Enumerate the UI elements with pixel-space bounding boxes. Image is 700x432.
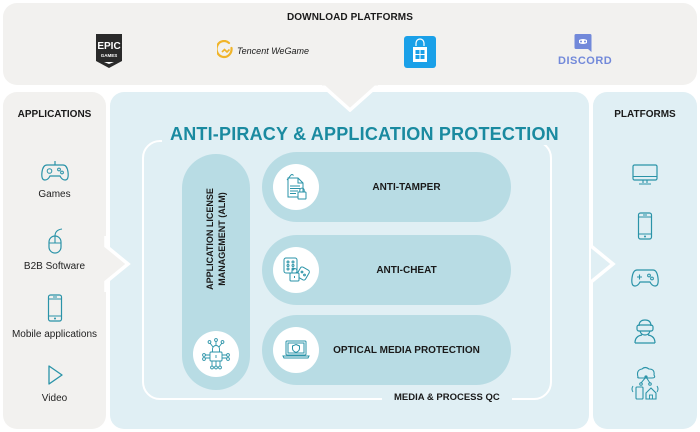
media-process-qc-label: MEDIA & PROCESS QC [382,392,512,403]
dice-lock-icon [283,257,310,282]
application-label: B2B Software [23,261,86,272]
discord-icon [574,34,592,52]
platform-item-console [593,268,697,288]
module-icon-circle [273,164,319,210]
platform-item-mobile [593,212,697,240]
gamepad-icon [631,269,659,287]
smartphone-icon [47,294,62,322]
applications-panel: APPLICATIONS Games B2B Software Mobile a… [3,92,106,429]
application-item-video: Video [3,364,106,404]
download-platforms-title: DOWNLOAD PLATFORMS [286,12,414,23]
tencent-wegame-logo: Tencent WeGame [217,40,309,62]
platforms-title: PLATFORMS [614,109,676,120]
discord-logo: DISCORD [558,33,613,67]
module-icon-circle [273,247,319,293]
alm-label-line1: APPLICATION LICENSE [205,188,215,290]
gamepad-icon [40,161,69,181]
module-anti-cheat[interactable]: ANTI-CHEAT [262,235,511,305]
wegame-icon [217,40,233,59]
application-item-b2b-software: B2B Software [3,228,106,272]
module-label: OPTICAL MEDIA PROTECTION [333,344,480,356]
mouse-icon [47,228,62,254]
alm-icon-circle [193,331,239,377]
monitor-icon [632,164,658,185]
laptop-shield-icon [282,340,310,359]
alm-label-line2: MANAGEMENT (ALM) [217,192,227,286]
application-item-mobile-applications: Mobile applications [3,294,106,340]
module-icon-circle [273,327,319,373]
cloud-iot-icon [631,366,659,400]
circuit-lock-icon [202,338,230,370]
epic-logo-text-bottom: GAMES [101,53,118,58]
applications-title: APPLICATIONS [17,109,92,120]
module-label: ANTI-CHEAT [376,264,437,276]
right-arrow-connector [589,236,616,292]
platform-item-desktop [593,164,697,186]
document-lock-icon [286,174,307,200]
module-optical-media-protection[interactable]: OPTICAL MEDIA PROTECTION [262,315,511,385]
protection-title: ANTI-PIRACY & APPLICATION PROTECTION [162,124,567,145]
vr-headset-user-icon [634,319,656,344]
play-icon [47,365,63,385]
module-anti-tamper[interactable]: ANTI-TAMPER [262,152,511,222]
epic-logo-text-top: EPIC [97,41,120,52]
platform-item-cloud-iot [593,366,697,400]
epic-games-logo: EPIC GAMES [95,33,123,74]
platform-item-vr [593,318,697,344]
application-label: Video [41,393,68,404]
application-label: Mobile applications [11,329,98,340]
discord-logo-text: DISCORD [558,55,613,67]
smartphone-icon [637,212,653,240]
download-platforms-panel: DOWNLOAD PLATFORMS EPIC GAMES Tencent We… [3,3,697,85]
application-item-games: Games [3,160,106,200]
module-label: ANTI-TAMPER [372,181,441,193]
wegame-logo-text: Tencent WeGame [237,46,310,56]
application-label: Games [38,189,71,200]
microsoft-store-logo [404,36,436,73]
top-pointer-connector [322,84,378,112]
left-arrow-connector [104,236,131,292]
alm-label: APPLICATION LICENSE MANAGEMENT (ALM) [182,154,250,324]
